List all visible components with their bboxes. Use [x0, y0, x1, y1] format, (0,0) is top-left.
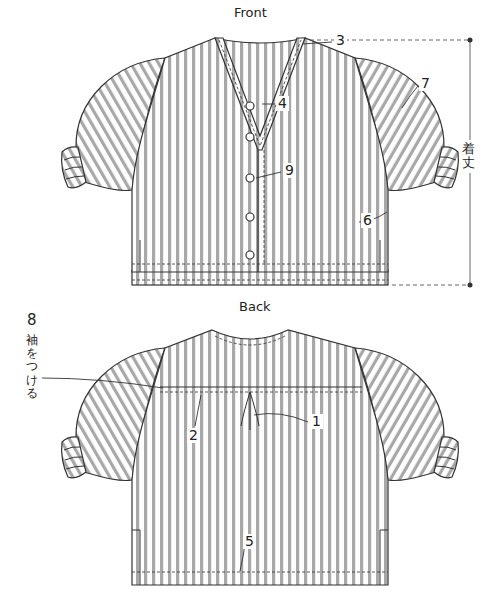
callout-number: 3: [334, 33, 347, 48]
callout-number: 2: [187, 428, 200, 443]
callout-number: 6: [361, 213, 374, 228]
callout-number: 1: [310, 414, 323, 429]
callout-number: 5: [243, 534, 256, 549]
dimension-label: 着丈: [461, 140, 476, 173]
view-title: Back: [237, 300, 273, 314]
step-note: 袖をつける: [25, 332, 39, 402]
callout-number: 4: [276, 96, 289, 111]
callout-number: 8: [25, 312, 39, 329]
callout-number: 9: [283, 163, 296, 178]
view-title: Front: [232, 6, 269, 20]
callout-number: 7: [419, 76, 432, 91]
